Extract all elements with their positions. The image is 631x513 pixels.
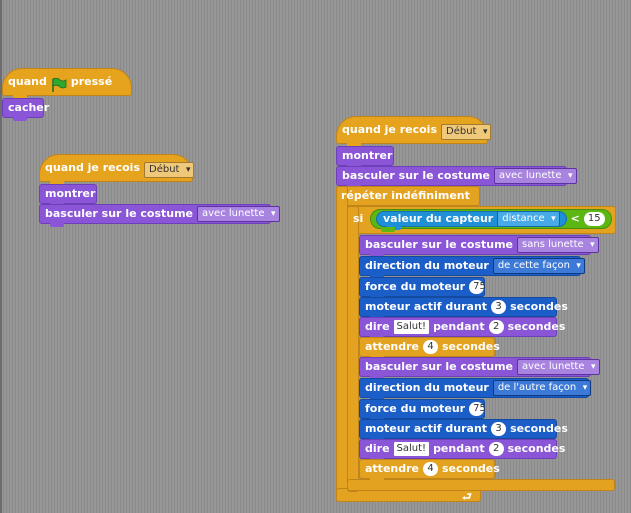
seconds-label: secondes — [442, 462, 500, 475]
message-dropdown[interactable]: Début — [441, 124, 492, 140]
motor-on-for-block[interactable]: moteur actif durant 3 secondes — [359, 419, 568, 442]
switch-costume-block[interactable]: basculer sur le costume avec lunette — [336, 166, 577, 189]
if-label: si — [353, 212, 364, 225]
switch-costume-label: basculer sur le costume — [365, 238, 514, 251]
seconds-input[interactable]: 3 — [491, 422, 507, 436]
green-flag-icon — [51, 78, 67, 92]
forever-loop-arrow-icon: ⮐ — [462, 490, 472, 503]
costume-dropdown[interactable]: sans lunette — [517, 237, 599, 253]
hat-when-label: quand — [8, 75, 47, 88]
motor-on-label: moteur actif durant — [365, 300, 488, 313]
hide-label: cacher — [8, 101, 50, 114]
show-label: montrer — [342, 149, 393, 162]
power-input[interactable]: 75 — [469, 280, 486, 294]
forever-label: répéter indéfiniment — [341, 189, 470, 202]
sensor-dropdown[interactable]: distance — [497, 211, 560, 227]
seconds-input[interactable]: 2 — [488, 442, 504, 456]
operator-symbol: < — [570, 212, 580, 225]
direction-dropdown[interactable]: de cette façon — [492, 258, 585, 274]
switch-costume-block[interactable]: basculer sur le costume avec lunette — [39, 204, 280, 227]
sensor-value-reporter[interactable]: valeur du capteur distance — [376, 211, 567, 230]
motor-on-for-block[interactable]: moteur actif durant 3 secondes — [359, 297, 568, 320]
show-label: montrer — [45, 187, 96, 200]
if-block-bottom — [347, 479, 615, 491]
motor-on-label: moteur actif durant — [365, 422, 488, 435]
switch-costume-block[interactable]: basculer sur le costume sans lunette — [359, 235, 599, 258]
motor-power-label: force du moteur — [365, 280, 466, 293]
switch-costume-block[interactable]: basculer sur le costume avec lunette — [359, 357, 600, 380]
hat-receive-label: quand je recois — [45, 161, 141, 174]
for-label: pendant — [433, 442, 485, 455]
wait-block[interactable]: attendre 4 secondes — [359, 459, 500, 482]
wait-label: attendre — [365, 462, 419, 475]
when-i-receive-hat[interactable]: quand je recois Début — [336, 116, 492, 147]
seconds-label: secondes — [507, 320, 566, 333]
when-i-receive-hat[interactable]: quand je recois Début — [39, 154, 195, 185]
costume-dropdown[interactable]: avec lunette — [197, 206, 280, 222]
wait-seconds-input[interactable]: 4 — [423, 340, 438, 354]
less-than-operator[interactable]: valeur du capteur distance < 15 — [370, 209, 612, 232]
switch-costume-label: basculer sur le costume — [342, 169, 491, 182]
costume-dropdown[interactable]: avec lunette — [517, 359, 600, 375]
wait-seconds-input[interactable]: 4 — [423, 462, 438, 476]
direction-dropdown[interactable]: de l'autre façon — [492, 380, 592, 396]
seconds-label: secondes — [510, 422, 568, 435]
compare-value-input[interactable]: 15 — [583, 212, 605, 226]
say-for-block[interactable]: dire Salut! pendant 2 secondes — [359, 317, 565, 340]
say-for-block[interactable]: dire Salut! pendant 2 secondes — [359, 439, 565, 462]
wait-label: attendre — [365, 340, 419, 353]
if-block-arm — [347, 206, 359, 492]
scripts-area-left-edge — [0, 0, 2, 513]
for-label: pendant — [433, 320, 485, 333]
motor-power-label: force du moteur — [365, 402, 466, 415]
motor-power-block[interactable]: force du moteur 75 — [359, 277, 486, 300]
motor-direction-label: direction du moteur — [365, 259, 489, 272]
power-input[interactable]: 75 — [469, 402, 486, 416]
say-text-input[interactable]: Salut! — [393, 320, 430, 334]
wait-block[interactable]: attendre 4 secondes — [359, 337, 500, 360]
hide-block[interactable]: cacher — [2, 98, 49, 121]
costume-dropdown[interactable]: avec lunette — [494, 168, 577, 184]
seconds-input[interactable]: 3 — [491, 300, 507, 314]
seconds-input[interactable]: 2 — [488, 320, 504, 334]
switch-costume-label: basculer sur le costume — [45, 207, 194, 220]
sensor-label: valeur du capteur — [383, 212, 494, 225]
motor-power-block[interactable]: force du moteur 75 — [359, 399, 486, 422]
say-text-input[interactable]: Salut! — [393, 442, 430, 456]
seconds-label: secondes — [510, 300, 568, 313]
message-dropdown[interactable]: Début — [144, 162, 195, 178]
say-label: dire — [365, 320, 390, 333]
switch-costume-label: basculer sur le costume — [365, 360, 514, 373]
say-label: dire — [365, 442, 390, 455]
seconds-label: secondes — [507, 442, 566, 455]
when-flag-clicked-hat[interactable]: quand pressé — [2, 68, 132, 99]
hat-receive-label: quand je recois — [342, 123, 438, 136]
show-block[interactable]: montrer — [39, 184, 97, 207]
motor-direction-label: direction du moteur — [365, 381, 489, 394]
hat-pressed-label: pressé — [70, 75, 113, 88]
show-block[interactable]: montrer — [336, 146, 394, 169]
motor-direction-block[interactable]: direction du moteur de l'autre façon — [359, 378, 592, 401]
seconds-label: secondes — [442, 340, 500, 353]
motor-direction-block[interactable]: direction du moteur de cette façon — [359, 256, 585, 279]
